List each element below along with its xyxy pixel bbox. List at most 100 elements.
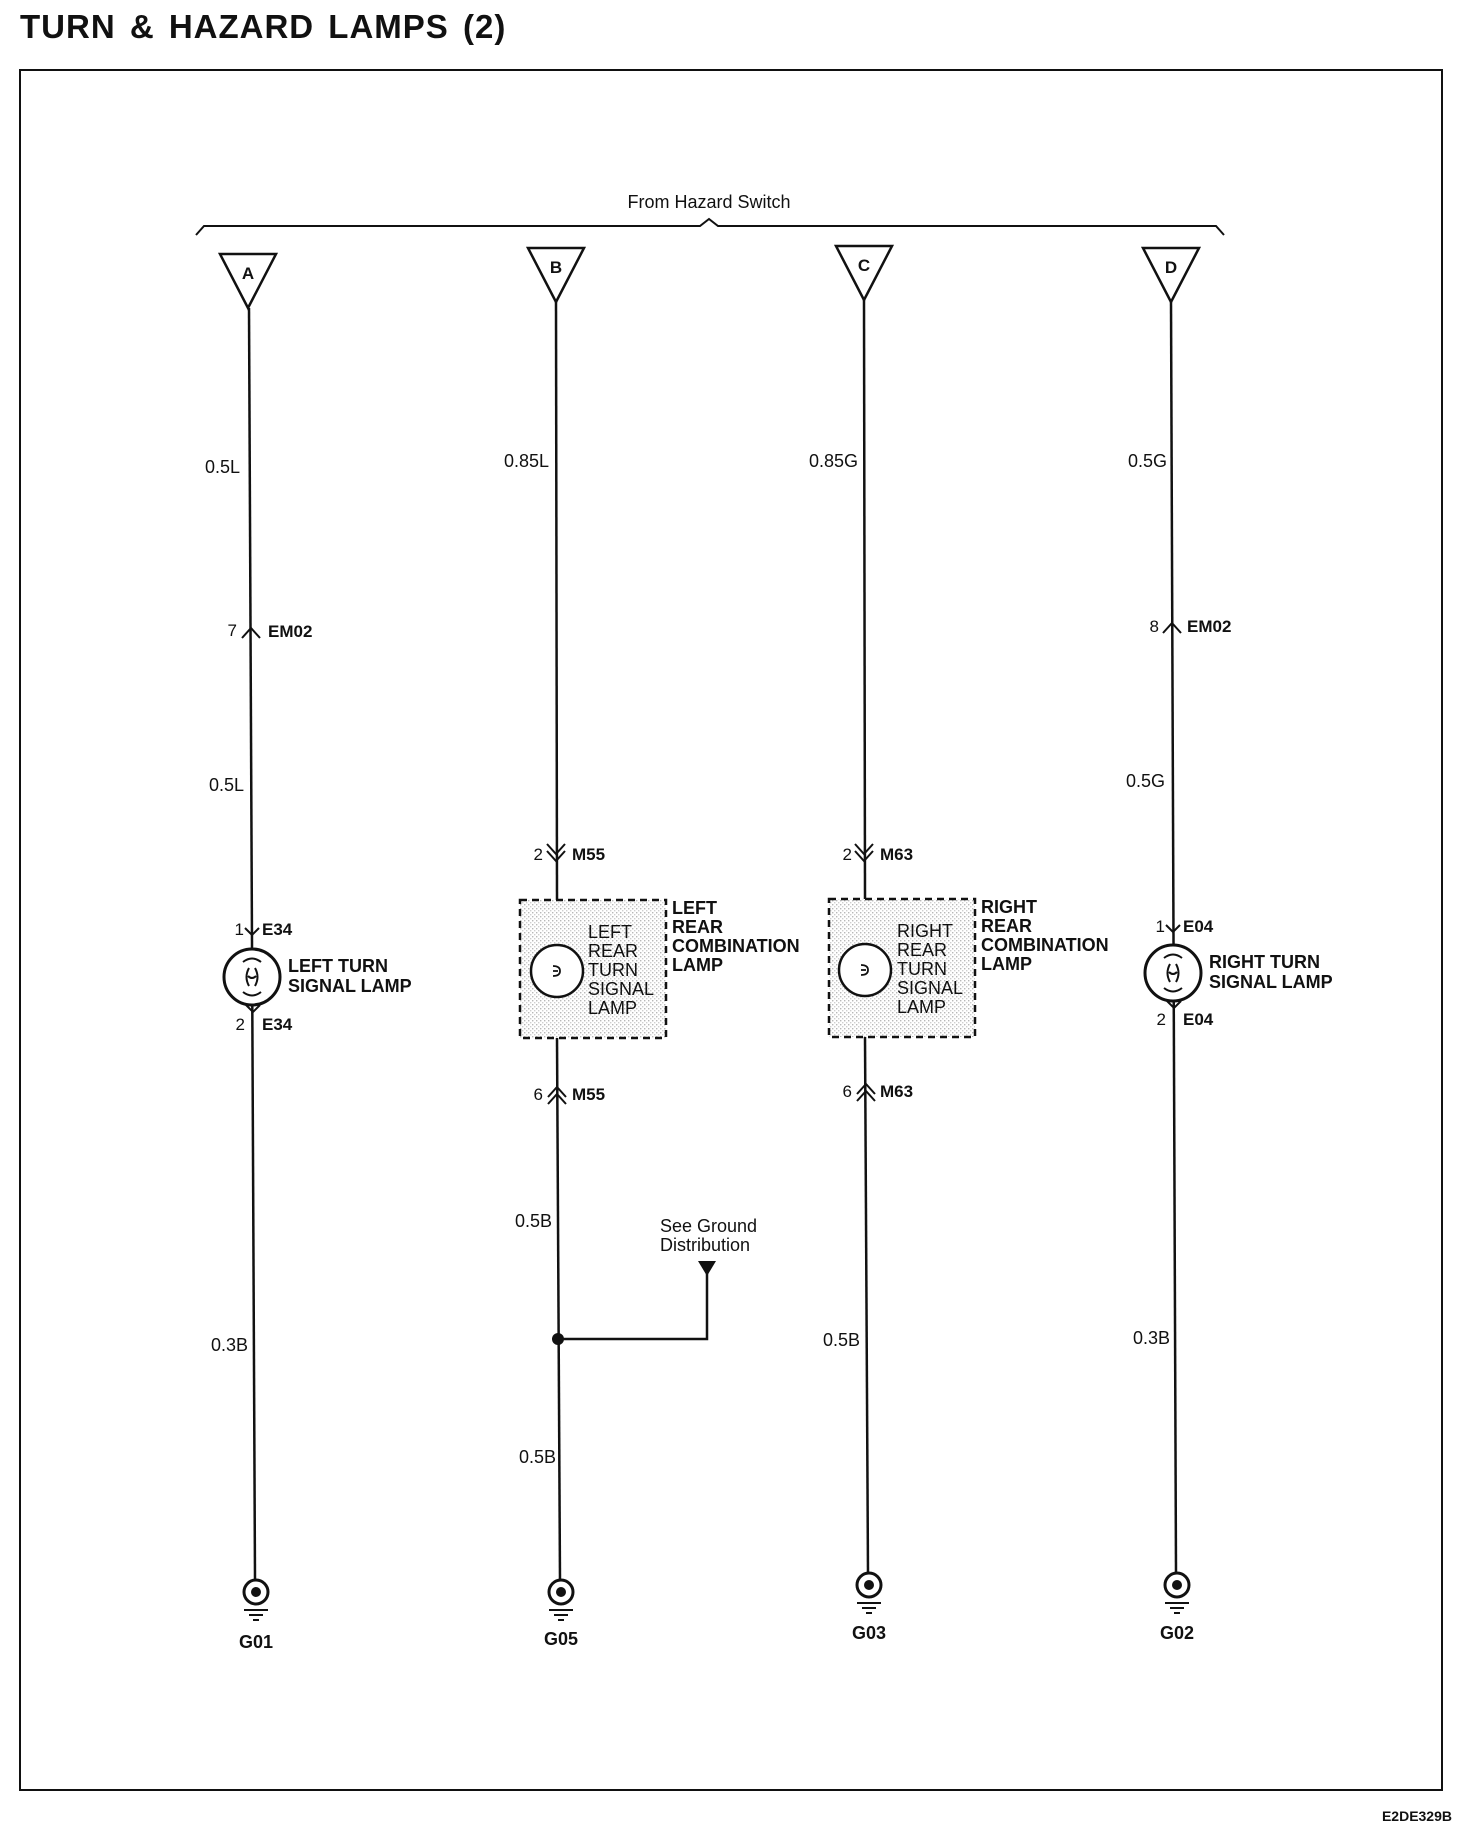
conn-bottom-mark-b [547,1085,567,1105]
wire-label-c-bottom: 0.5B [823,1330,860,1350]
ground-branch-wire [558,1272,709,1341]
inner-name-b-2: REAR [588,941,638,961]
lamp-pin-top-mark-d [1165,924,1181,934]
wire-label-b-top: 0.85L [504,451,549,471]
wire-b-upper [554,301,559,901]
terminal-c [833,244,895,303]
inner-name-b-3: TURN [588,960,638,980]
lamp-pin-bottom-conn-a: E34 [262,1015,293,1034]
assembly-name-b-1: LEFT [672,898,717,918]
assembly-name-b-4: LAMP [672,955,723,975]
lamp-pin-top-num-d: 1 [1156,917,1165,936]
junction-a [241,626,261,639]
wire-label-d-mid: 0.5G [1126,771,1165,791]
assembly-name-c-2: REAR [981,916,1032,936]
source-bracket [195,217,1225,236]
conn-bottom-mark-c [856,1082,876,1102]
conn-bottom-name-b: M55 [572,1085,605,1104]
conn-top-mark-b [546,843,566,863]
right-rear-turn-lamp [837,942,893,998]
wire-c-upper [862,299,867,900]
conn-top-name-b: M55 [572,845,605,864]
wire-c-lower [863,1036,870,1576]
terminal-letter-c: C [858,256,870,275]
lamp-pin-top-mark-a [244,927,260,937]
terminal-a [217,252,279,311]
conn-bottom-pin-b: 6 [534,1085,543,1104]
terminal-d [1140,246,1202,305]
ground-label-b: G05 [544,1629,578,1649]
wire-label-a-bottom: 0.3B [211,1335,248,1355]
junction-pin-a: 7 [228,621,237,640]
source-label: From Hazard Switch [627,192,790,212]
terminal-letter-d: D [1165,258,1177,277]
lamp-pin-bottom-num-d: 2 [1157,1010,1166,1029]
ground-label-d: G02 [1160,1623,1194,1643]
ground-symbol-d [1163,1571,1191,1614]
lamp-filament-icon [242,957,262,997]
conn-bottom-pin-c: 6 [843,1082,852,1101]
lamp-pin-bottom-num-a: 2 [236,1015,245,1034]
terminal-letter-b: B [550,258,562,277]
ground-label-c: G03 [852,1623,886,1643]
assembly-name-c-3: COMBINATION [981,935,1109,955]
lamp-pin-top-conn-d: E04 [1183,917,1214,936]
wire-label-b-after: 0.5B [515,1211,552,1231]
lamp-pin-bottom-mark-d [1166,1000,1182,1010]
circuit-c: C 0.85G 2 M63 RIGHT REAR TURN SIGNAL LAM… [809,244,1109,1643]
inner-name-b-4: SIGNAL [588,979,654,999]
terminal-letter-a: A [242,264,254,283]
assembly-name-c-1: RIGHT [981,897,1037,917]
wire-label-c-top: 0.85G [809,451,858,471]
lamp-filament-icon [552,965,561,977]
wire-label-a-mid: 0.5L [209,775,244,795]
inner-name-c-5: LAMP [897,997,946,1017]
assembly-name-b-2: REAR [672,917,723,937]
lamp-filament-icon [1163,953,1183,993]
wire-label-b-bottom: 0.5B [519,1447,556,1467]
inner-name-b-5: LAMP [588,998,637,1018]
page-title: TURN & HAZARD LAMPS (2) [20,8,507,45]
document-code: E2DE329B [1381,1808,1452,1824]
left-rear-turn-lamp [529,943,585,999]
inner-name-c-4: SIGNAL [897,978,963,998]
lamp-name-a-line1: LEFT TURN [288,956,388,976]
wire-d [1169,301,1178,1575]
junction-d [1162,621,1182,634]
lamp-name-d-line1: RIGHT TURN [1209,952,1320,972]
assembly-name-b-3: COMBINATION [672,936,800,956]
wire-b-lower [555,1037,562,1583]
inner-name-b-1: LEFT [588,922,632,942]
circuit-a: A 0.5L 7 EM02 0.5L 1 E34 LEFT TURN SIGNA… [205,252,412,1652]
ground-note-line2: Distribution [660,1235,750,1255]
ground-label-a: G01 [239,1632,273,1652]
conn-top-mark-c [854,843,874,863]
wire-label-d-top: 0.5G [1128,451,1167,471]
ground-ref-arrow [698,1261,716,1276]
circuit-b: B 0.85L 2 M55 LEFT REAR TURN SIGNAL LAMP… [504,246,800,1649]
lamp-pin-top-conn-a: E34 [262,920,293,939]
left-turn-lamp [222,947,282,1007]
lamp-pin-bottom-mark-a [245,1004,261,1014]
lamp-name-a-line2: SIGNAL LAMP [288,976,412,996]
lamp-filament-icon [860,964,869,976]
wire-label-a-top: 0.5L [205,457,240,477]
ground-note-line1: See Ground [660,1216,757,1236]
inner-name-c-1: RIGHT [897,921,953,941]
ground-symbol-b [547,1578,575,1621]
junction-pin-d: 8 [1150,617,1159,636]
lamp-pin-top-num-a: 1 [235,920,244,939]
conn-top-pin-c: 2 [843,845,852,864]
conn-top-name-c: M63 [880,845,913,864]
circuit-d: D 0.5G 8 EM02 0.5G 1 E04 RIGHT TURN SIGN… [1126,246,1333,1643]
inner-name-c-2: REAR [897,940,947,960]
conn-bottom-name-c: M63 [880,1082,913,1101]
junction-conn-a: EM02 [268,622,312,641]
conn-top-pin-b: 2 [534,845,543,864]
wire-a [247,307,257,1581]
diagram-border [19,69,1443,1791]
wire-label-d-bottom: 0.3B [1133,1328,1170,1348]
lamp-pin-bottom-conn-d: E04 [1183,1010,1214,1029]
junction-conn-d: EM02 [1187,617,1231,636]
